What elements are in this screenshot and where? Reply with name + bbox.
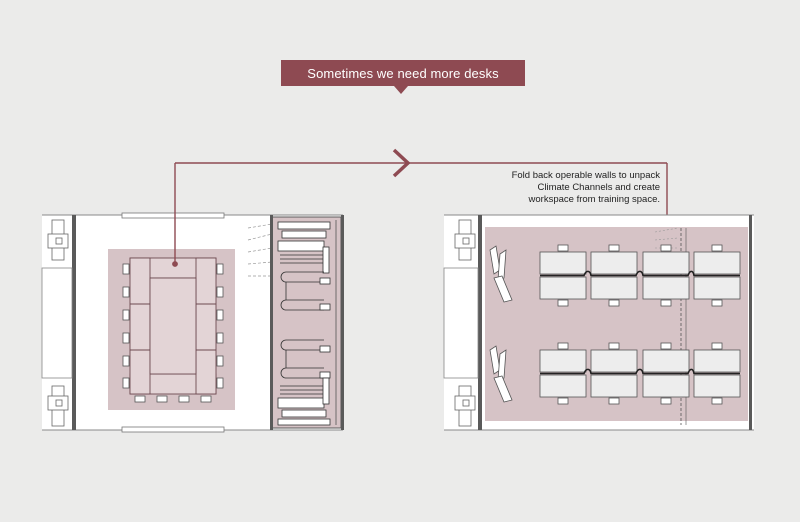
folded-partitions [489,245,513,403]
headline-banner: Sometimes we need more desks [281,60,525,86]
projection-rays [247,223,273,277]
table-chairs [122,263,224,403]
plan-training-layout [41,212,344,433]
equipment-bottom [47,385,69,427]
equipment-top [47,219,69,261]
desk-cluster-bottom [539,342,741,405]
conference-table [129,257,217,395]
folded-desks-top [277,221,331,311]
banner-pointer [394,86,408,94]
desk-cluster-top [539,244,741,307]
folded-desks-bottom [277,339,331,426]
plan-workspace-layout [443,214,754,431]
annotation-text: Fold back operable walls to unpack Clima… [511,170,660,205]
storage-compartment [271,216,342,429]
